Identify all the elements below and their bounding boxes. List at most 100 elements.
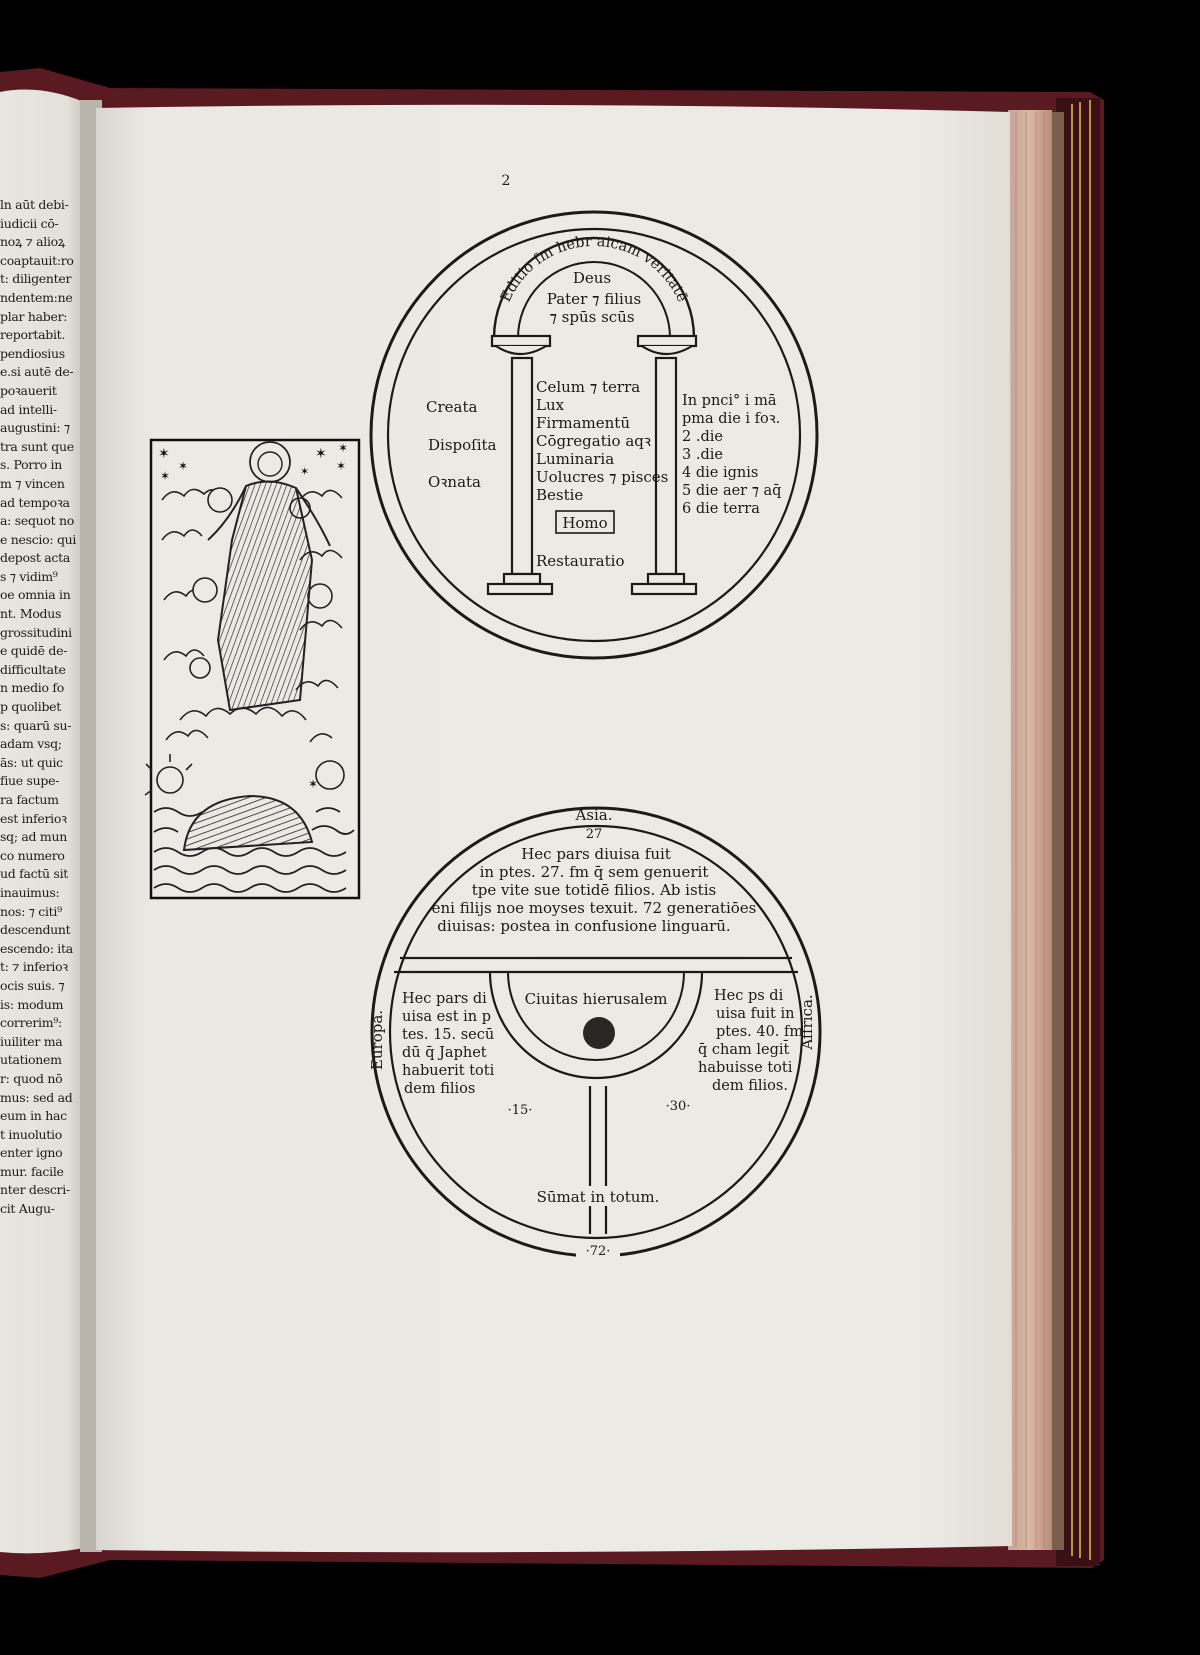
right-column [630, 334, 698, 596]
item-volucres: Uolucres ⁊ pisces [536, 468, 668, 486]
left-page-line: fiue supe- [0, 773, 60, 789]
left-page-line: noꝝ ⁊ alioꝝ [0, 234, 65, 250]
europa-text-5: habuerit toti [402, 1063, 495, 1079]
left-page-line: r: quod nō [0, 1070, 63, 1086]
left-page-line: e nescio: qui [0, 531, 77, 547]
left-page-line: inauimus: [0, 884, 60, 900]
sun-face [144, 754, 193, 796]
asia-text-2: in ptes. 27. fm q̄ sem genuerit [480, 863, 709, 881]
label-disposita: Dispoſita [428, 436, 497, 454]
left-page-line: nos: ⁊ citi⁹ [0, 903, 62, 919]
svg-text:✶: ✶ [308, 777, 318, 791]
left-page-line: t inuolutio [0, 1126, 62, 1142]
left-page-line: coaptauit:ro [0, 252, 74, 268]
left-page-line: mus: sed ad [0, 1089, 73, 1105]
left-page-line: co numero [0, 847, 65, 863]
world-map-diagram: Asia. 27 Hec pars diuisa fuit in ptes. 2… [368, 806, 822, 1259]
left-page-line: ln aūt debi- [0, 197, 69, 212]
affrica-number: ·30· [666, 1099, 691, 1114]
right-line-2: pma die i foꝛ. [682, 411, 780, 427]
left-page-line: plar haber: [0, 308, 68, 324]
left-page-line: nt. Modus [0, 606, 62, 622]
left-page-line: pendiosius [0, 345, 65, 361]
left-page-line: is: modum [0, 996, 64, 1012]
asia-text-1: Hec pars diuisa fuit [521, 845, 671, 863]
asia-text-5: diuisas: postea in confusione linguarū. [437, 917, 730, 935]
left-page-line: grossitudini [0, 624, 72, 640]
left-page-line: cit Augu- [0, 1201, 55, 1217]
left-page-line: e.si autē de- [0, 364, 74, 380]
affrica-text-1: Hec ps di [714, 988, 784, 1004]
left-page-line: s: quarū su- [0, 717, 72, 733]
affrica-label: Affrica. [798, 994, 816, 1050]
day-5: 5 die aer ⁊ aq̄ [682, 483, 781, 499]
europa-text-6: dem filios [404, 1081, 475, 1097]
left-page-line: t: ⁊ inferioꝛ [0, 959, 68, 975]
left-page-line: ra factum [0, 792, 59, 807]
stars: ✶ ✶ ✶ ✶ ✶ ✶ ✶ [158, 441, 348, 483]
left-page-line: ud factū sit [0, 866, 68, 882]
item-celum: Celum ⁊ terra [536, 378, 640, 396]
asia-number: 27 [586, 827, 603, 842]
svg-text:✶: ✶ [300, 465, 309, 478]
asia-text-4: eni filijs noe moyses texuit. 72 generat… [432, 899, 757, 917]
left-page-line: est inferioꝛ [0, 810, 67, 826]
left-page-line: mur. facile [0, 1163, 64, 1179]
left-page-line: escendo: ita [0, 940, 73, 956]
left-page-line: enter igno [0, 1145, 63, 1161]
left-page-line: depost acta [0, 550, 70, 566]
left-page-line: p quolibet [0, 699, 61, 715]
left-page-line: m ⁊ vincen [0, 475, 65, 491]
left-page-line: nter descri- [0, 1182, 70, 1198]
item-congregatio: Cōgregatio aqꝛ [536, 432, 651, 450]
europa-text-1: Hec pars di [402, 991, 487, 1007]
left-page-line: sq; ad mun [0, 829, 67, 845]
left-page-line: s. Porro in [0, 457, 62, 473]
fore-edge-lines [1015, 112, 1045, 1548]
left-column [486, 334, 554, 596]
item-bestie: Bestie [536, 486, 583, 504]
left-page-line: utationem [0, 1052, 62, 1068]
asia-text-3: tpe vite sue totidē filios. Ab istis [472, 881, 716, 899]
creation-diagram: Editio fm hebr aicam veritatē Deus Pater… [369, 210, 819, 660]
affrica-text-5: habuisse toti [698, 1060, 793, 1076]
deus-label: Deus [573, 269, 611, 287]
affrica-text-3: ptes. 40. fm [716, 1024, 803, 1040]
right-line-1: In pnci° i mā [682, 393, 777, 409]
left-page-line: e quidē de- [0, 643, 68, 659]
item-luminaria: Luminaria [536, 450, 614, 468]
trinity-line-2: ⁊ spūs scūs [549, 308, 634, 326]
europa-text-3: tes. 15. secū [402, 1027, 494, 1043]
left-page-line: descendunt [0, 922, 71, 938]
left-page-line: difficultate [0, 661, 66, 677]
europa-label: Europa. [368, 1010, 386, 1070]
left-page-line: tra sunt que [0, 438, 74, 454]
left-page-line: t: diligenter [0, 271, 72, 287]
left-page-text: ln aūt debi-iudicii cō-noꝝ ⁊ alioꝝ coapta… [0, 196, 86, 1246]
sum-text: Sūmat in totum. [537, 1188, 660, 1206]
left-page-line: a: sequot no [0, 513, 75, 529]
left-page-line: augustini: ⁊ [0, 420, 70, 436]
left-page-line: ndentem:ne [0, 289, 73, 305]
left-page-line: s ⁊ vidim⁹ [0, 568, 58, 584]
left-page-line: eum in hac [0, 1108, 67, 1124]
restauratio-label: Restauratio [536, 552, 624, 570]
trinity-line-1: Pater ⁊ filius [547, 290, 641, 308]
label-ornata: Oꝛnata [428, 473, 481, 491]
item-firmamentum: Firmamentū [536, 414, 630, 432]
svg-text:✶: ✶ [338, 441, 348, 455]
earth-mound [182, 794, 314, 852]
svg-text:✶: ✶ [178, 459, 188, 473]
left-page-line: ad intelli- [0, 401, 57, 417]
svg-text:✶: ✶ [336, 459, 346, 473]
svg-text:✶: ✶ [158, 446, 170, 462]
left-page-line: ad tempoꝛa [0, 494, 70, 510]
jerusalem-label: Ciuitas hierusalem [525, 990, 668, 1008]
europa-number: ·15· [508, 1103, 533, 1118]
total-number: ·72· [586, 1244, 611, 1259]
left-page-line: iudicii cō- [0, 215, 59, 231]
page-number: 2 [502, 173, 511, 189]
left-page-line: oe omnia in [0, 587, 71, 603]
moon-face [315, 760, 345, 790]
